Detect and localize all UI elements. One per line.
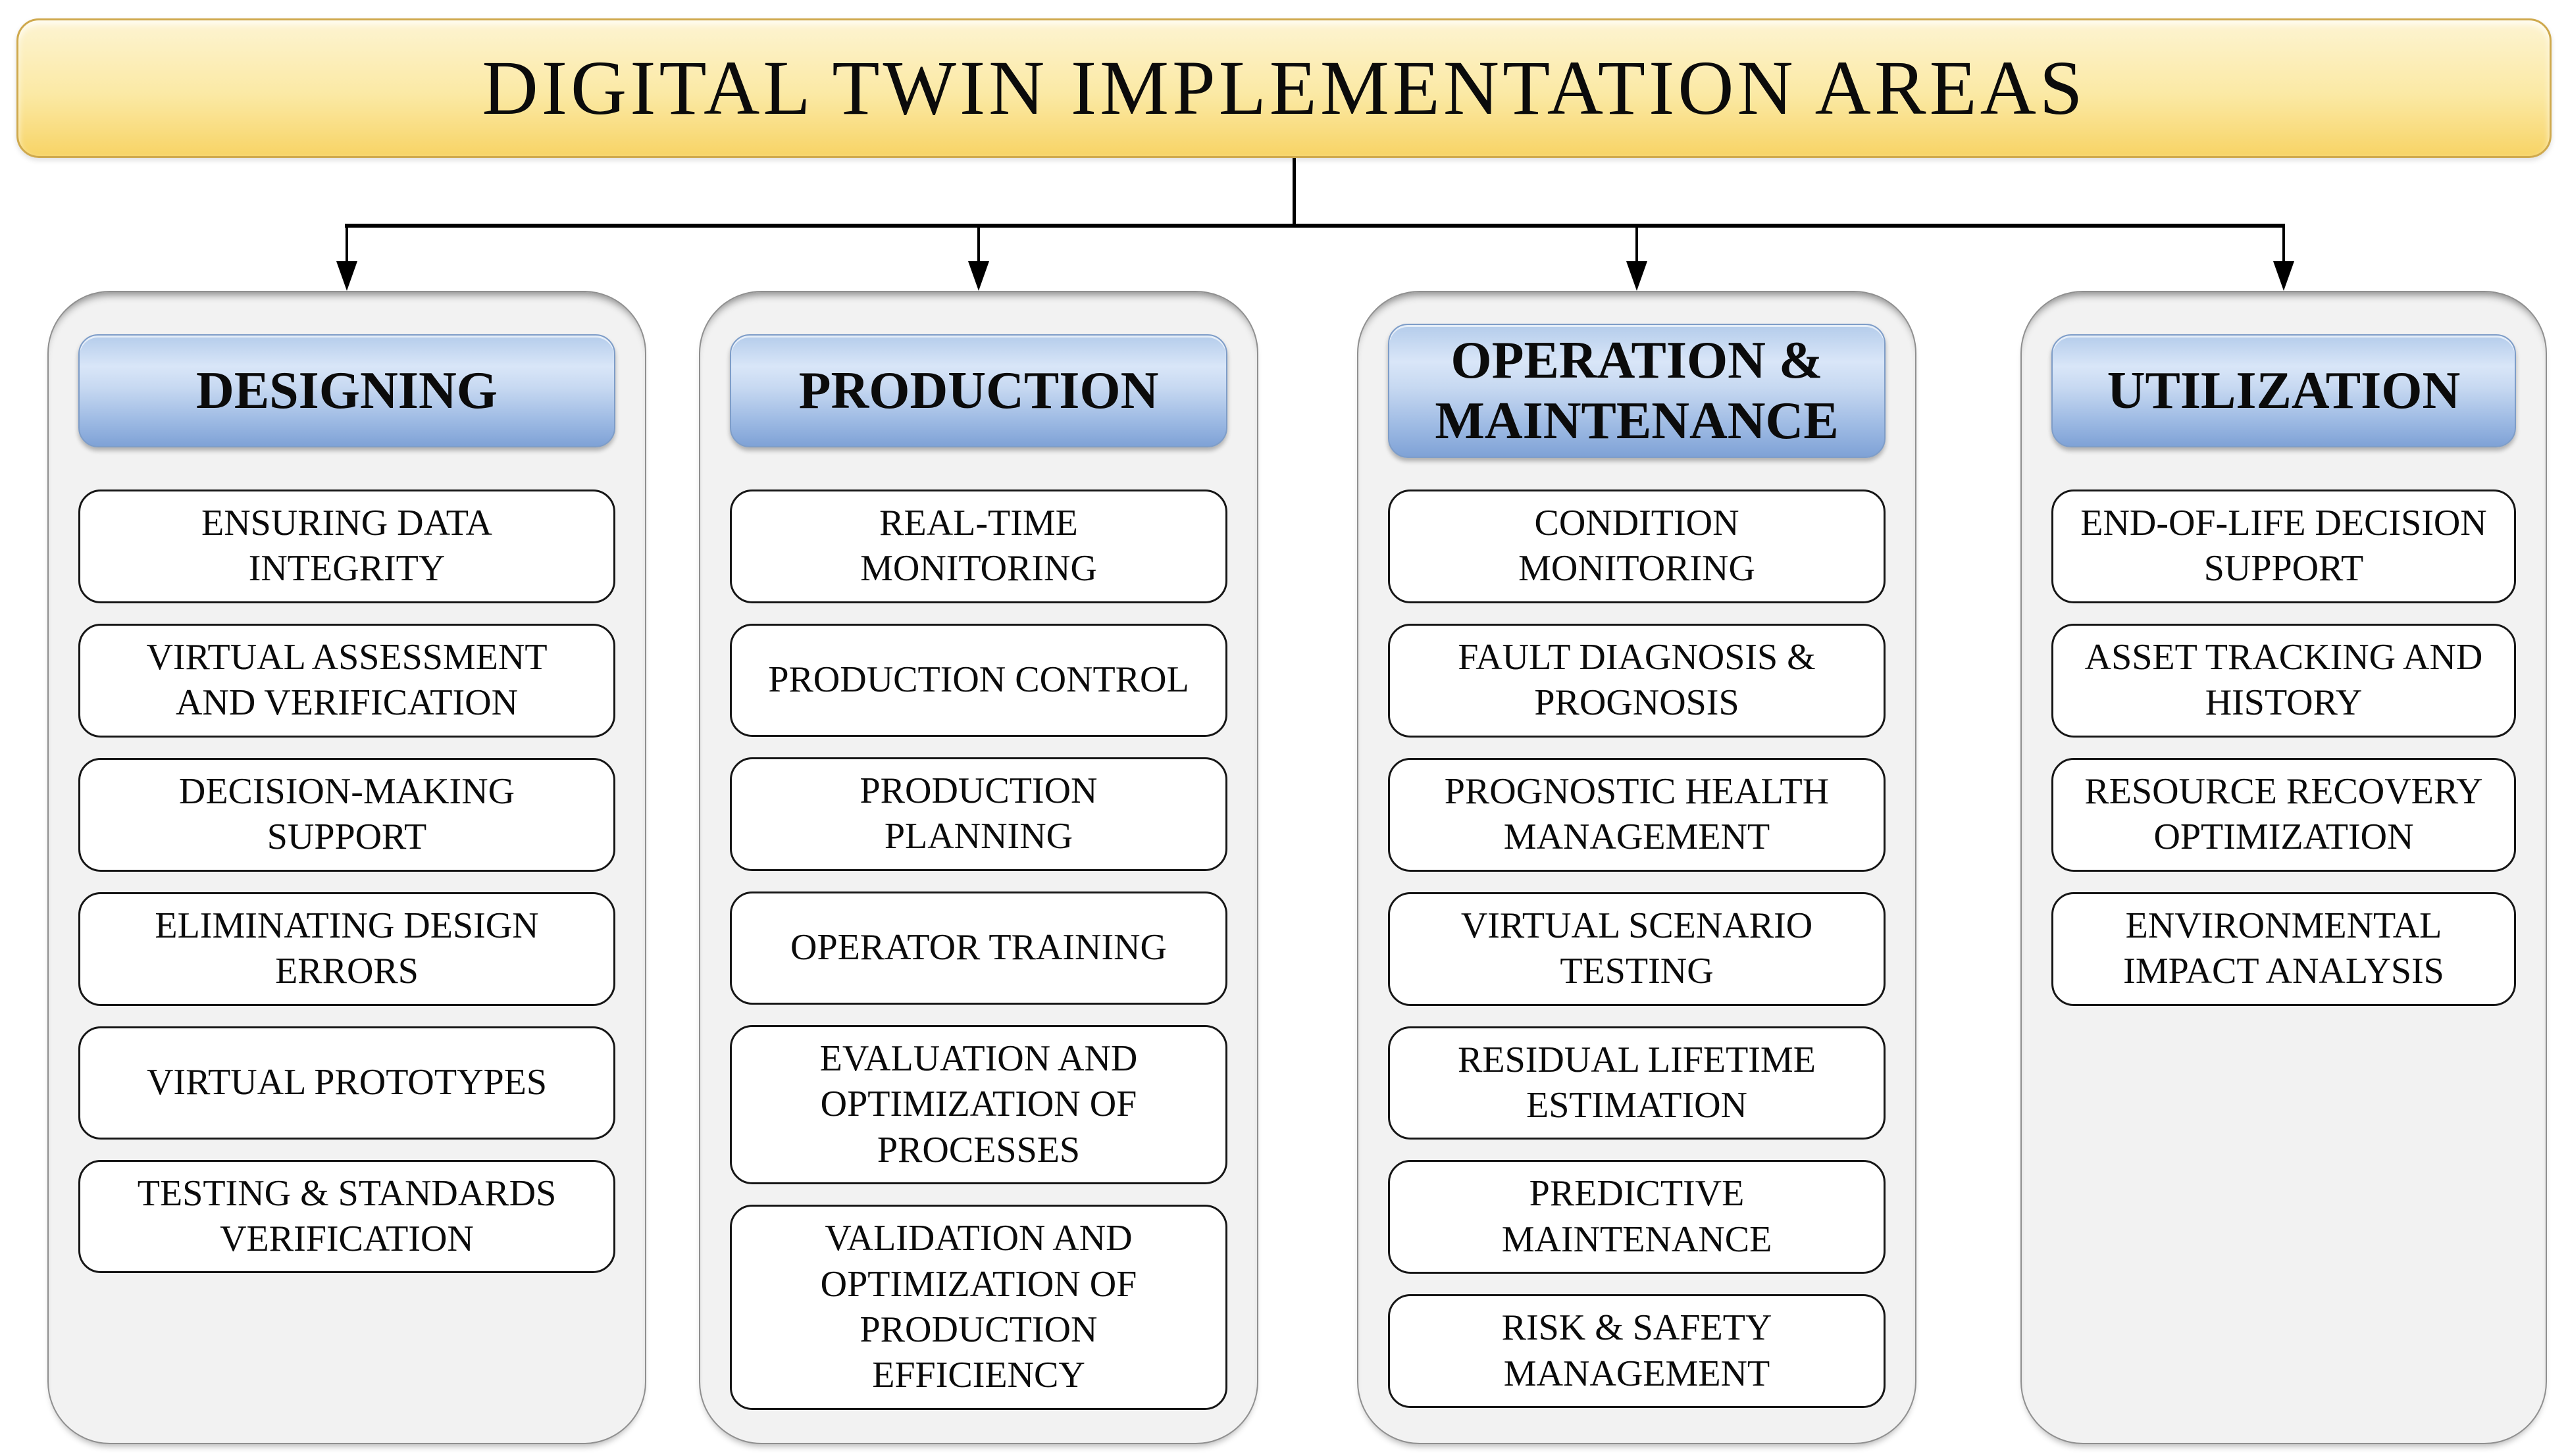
column-header-zone: PRODUCTION [730,292,1227,490]
item-box: EVALUATION AND OPTIMIZATION OF PROCESSES [730,1024,1227,1185]
column-utilization: UTILIZATION END-OF-LIFE DECISION SUPPORT… [2020,291,2547,1444]
column-operation-maintenance: OPERATION & MAINTENANCE CONDITION MONITO… [1357,291,1916,1444]
item-box: CONDITION MONITORING [1388,490,1886,603]
connector-drop [1635,226,1638,263]
item-box: END-OF-LIFE DECISION SUPPORT [2051,490,2516,603]
item-box: PREDICTIVE MAINTENANCE [1388,1160,1886,1274]
item-box: ENSURING DATA INTEGRITY [78,490,615,603]
arrow-down-icon [1626,261,1647,291]
column-designing: DESIGNING ENSURING DATA INTEGRITY VIRTUA… [47,291,646,1444]
arrow-down-icon [336,261,357,291]
column-header-zone: DESIGNING [78,292,615,490]
column-items: REAL-TIME MONITORING PRODUCTION CONTROL … [730,490,1227,1410]
item-box: PROGNOSTIC HEALTH MANAGEMENT [1388,757,1886,872]
column-items: ENSURING DATA INTEGRITY VIRTUAL ASSESSME… [78,490,615,1274]
item-box: PRODUCTION CONTROL [730,623,1227,737]
item-box: REAL-TIME MONITORING [730,490,1227,603]
column-header-operation-maintenance: OPERATION & MAINTENANCE [1388,324,1886,458]
item-box: ASSET TRACKING AND HISTORY [2051,623,2516,738]
column-production: PRODUCTION REAL-TIME MONITORING PRODUCTI… [699,291,1258,1444]
item-box: OPERATOR TRAINING [730,891,1227,1005]
column-header-utilization: UTILIZATION [2051,334,2516,447]
connector-stem [1293,158,1296,226]
item-box: ELIMINATING DESIGN ERRORS [78,891,615,1006]
item-box: DECISION-MAKING SUPPORT [78,757,615,872]
item-box: FAULT DIAGNOSIS & PROGNOSIS [1388,623,1886,738]
item-box: ENVIRONMENTAL IMPACT ANALYSIS [2051,891,2516,1006]
diagram-title: DIGITAL TWIN IMPLEMENTATION AREAS [16,18,2552,158]
column-header-production: PRODUCTION [730,334,1227,447]
column-header-zone: UTILIZATION [2051,292,2516,490]
item-box: RESOURCE RECOVERY OPTIMIZATION [2051,757,2516,872]
item-box: VIRTUAL SCENARIO TESTING [1388,891,1886,1006]
item-box: VIRTUAL PROTOTYPES [78,1026,615,1140]
column-header-designing: DESIGNING [78,334,615,447]
connector-drop [2282,226,2285,263]
connector-rail [345,224,2285,228]
connector-drop [346,226,348,263]
item-box: VALIDATION AND OPTIMIZATION OF PRODUCTIO… [730,1205,1227,1410]
item-box: RISK & SAFETY MANAGEMENT [1388,1294,1886,1409]
item-box: VIRTUAL ASSESSMENT AND VERIFICATION [78,623,615,738]
connector-drop [977,226,980,263]
arrow-down-icon [968,261,989,291]
column-header-zone: OPERATION & MAINTENANCE [1388,292,1886,490]
arrow-down-icon [2273,261,2294,291]
item-box: RESIDUAL LIFETIME ESTIMATION [1388,1026,1886,1140]
item-box: PRODUCTION PLANNING [730,757,1227,871]
column-items: END-OF-LIFE DECISION SUPPORT ASSET TRACK… [2051,490,2516,1006]
column-items: CONDITION MONITORING FAULT DIAGNOSIS & P… [1388,490,1886,1409]
item-box: TESTING & STANDARDS VERIFICATION [78,1159,615,1274]
